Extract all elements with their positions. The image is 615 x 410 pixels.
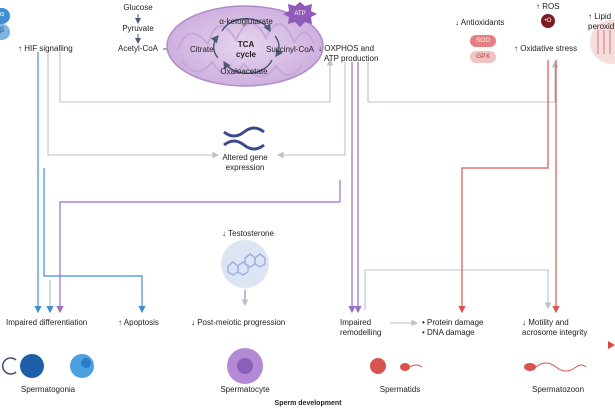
gene-to-apoptosis-path xyxy=(43,168,146,314)
oxphos-to-oxstress-path xyxy=(367,60,559,103)
grey-to-motility-path xyxy=(364,269,552,310)
gpx-badge: GPX xyxy=(470,51,496,63)
spermatocyte-label: Spermatocyte xyxy=(220,385,270,394)
oxidative-stress-label: ↑ Oxidative stress xyxy=(514,44,578,53)
testosterone-molecule-icon xyxy=(221,240,269,288)
alpha-ketoglutarate-label: α-ketoglutarate xyxy=(219,17,273,26)
motility-label-line2: acrosome integrity xyxy=(522,328,588,337)
pyruvate-label: Pyruvate xyxy=(122,24,154,33)
spermatozoon-label: Spermatozoon xyxy=(531,385,585,394)
sperm-development-axis-title: Sperm development xyxy=(274,400,342,407)
oxphos-to-gene-path xyxy=(276,62,346,159)
mitochondrion-icon xyxy=(166,5,324,87)
spermatogonia-label: Spermatogonia xyxy=(20,385,76,394)
impaired-remodelling-line2: remodelling xyxy=(340,328,382,337)
spermatids-icon xyxy=(370,358,423,374)
impaired-remodelling-line1: Impaired xyxy=(340,318,372,327)
hif-alpha-label: α xyxy=(0,11,5,18)
hif-to-gene-path xyxy=(47,52,220,159)
impaired-differentiation-label: Impaired differentiation xyxy=(6,318,88,327)
gene-to-differentiation-path xyxy=(56,180,341,314)
tca-label-line1: TCA xyxy=(237,40,255,49)
testosterone-label: ↓ Testosterone xyxy=(222,229,274,238)
motility-label-line1: ↓ Motility and xyxy=(522,318,569,327)
lipid-peroxidation-line1: ↑ Lipid xyxy=(588,12,612,21)
hif-beta-label: β xyxy=(0,27,5,34)
lipid-peroxidation-line2: peroxid xyxy=(588,22,615,31)
apoptosis-label: ↑ Apoptosis xyxy=(118,318,159,327)
post-meiotic-progression-label: ↓ Post-meiotic progression xyxy=(191,318,286,327)
dna-helix-icon xyxy=(223,126,265,151)
dna-damage-label: • DNA damage xyxy=(422,328,475,337)
ros-to-protein-damage-path xyxy=(458,60,549,314)
acetyl-coa-label: Acetyl-CoA xyxy=(117,44,159,53)
oxaloacetate-label: Oxaloacetate xyxy=(220,67,268,76)
ros-symbol: •O xyxy=(544,18,552,24)
sod-badge: SOD xyxy=(470,35,496,47)
hif-to-oxphos-path xyxy=(59,52,334,103)
ros-label: ↑ ROS xyxy=(536,2,560,11)
lipid-membrane-icon xyxy=(590,20,615,64)
spermatogonia-icon xyxy=(1,354,94,378)
spermatids-label: Spermatids xyxy=(379,385,421,394)
atp-star-icon xyxy=(283,2,317,27)
spermatocyte-icon xyxy=(227,348,263,384)
oxphos-label-line1: ↓ OXPHOS and xyxy=(318,44,375,53)
altered-gene-label-line2: expression xyxy=(225,163,265,172)
tca-cycle-icon xyxy=(210,18,283,75)
oxphos-label-line2: ATP production xyxy=(324,54,379,63)
protein-damage-label: • Protein damage xyxy=(422,318,484,327)
hif-receptor-icon xyxy=(0,8,10,40)
citrate-label: Citrate xyxy=(190,45,214,54)
atp-label: ATP xyxy=(294,11,306,17)
axis-arrowhead xyxy=(608,341,615,349)
hif-signalling-label: ↑ HIF signalling xyxy=(18,44,73,53)
tca-label-line2: cycle xyxy=(235,50,257,59)
succinyl-coa-label: Succinyl-CoA xyxy=(266,45,315,54)
glucose-label: Glucose xyxy=(123,3,153,12)
spermatozoon-icon xyxy=(524,362,587,372)
antioxidants-label: ↓ Antioxidants xyxy=(455,18,505,27)
altered-gene-label-line1: Altered gene xyxy=(222,153,268,162)
ros-radical-icon xyxy=(541,14,555,28)
